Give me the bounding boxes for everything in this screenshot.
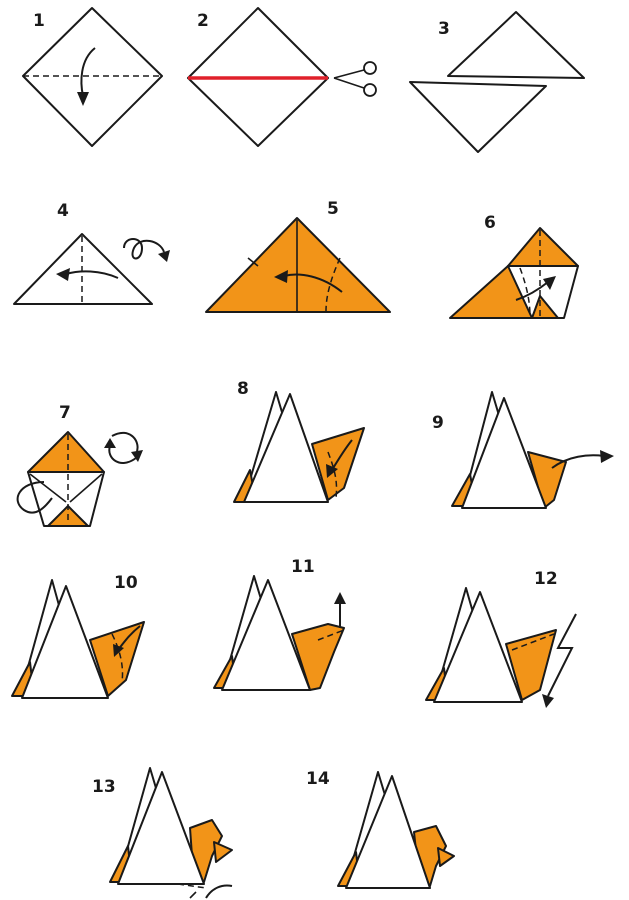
zigzag-fold-icon — [542, 613, 577, 708]
arrow-head — [77, 92, 89, 106]
arrow-head — [334, 592, 346, 604]
right-orange-flap — [311, 427, 365, 501]
arrow-head — [274, 270, 288, 283]
step-14-number: 14 — [306, 769, 330, 789]
fold-arrow-icon — [205, 884, 233, 899]
top-flap — [507, 227, 579, 267]
step-14: 14 — [306, 769, 455, 889]
step-10: 10 — [11, 573, 145, 699]
right-orange-flap — [89, 621, 145, 697]
fold-line — [519, 267, 531, 317]
step-6: 6 — [449, 213, 579, 319]
front-body — [21, 585, 109, 699]
front-body — [345, 775, 431, 889]
crease — [29, 473, 67, 503]
step-9-number: 9 — [432, 413, 444, 433]
step-12: 12 — [425, 569, 577, 708]
arrow-head — [326, 464, 338, 478]
bottom-flap — [531, 295, 559, 319]
fold-line — [325, 257, 341, 312]
bottom-triangle — [409, 81, 547, 153]
fold-arrow-icon — [65, 270, 119, 279]
step-11-number: 11 — [291, 557, 315, 577]
top-flap — [27, 431, 105, 473]
step-7: 7 — [16, 403, 143, 527]
square-paper — [22, 7, 163, 147]
flip-over-icon — [123, 238, 170, 262]
step-4: 4 — [13, 201, 170, 305]
step-3-number: 3 — [438, 19, 450, 39]
step-11: 11 — [213, 557, 346, 691]
step-13: 13 — [92, 767, 233, 899]
step-7-number: 7 — [59, 403, 71, 423]
fold-arrow-icon — [283, 273, 343, 293]
step-12-number: 12 — [534, 569, 558, 589]
step-4-number: 4 — [57, 201, 69, 221]
arrow-head — [543, 276, 556, 290]
step-1: 1 — [22, 7, 163, 147]
front-body — [221, 579, 311, 691]
step-6-number: 6 — [484, 213, 496, 233]
triangle-paper — [13, 233, 153, 305]
step-10-number: 10 — [114, 573, 138, 593]
fold-arrow-icon — [515, 281, 549, 301]
left-flap — [449, 265, 533, 319]
step-2: 2 — [187, 7, 377, 147]
step-3: 3 — [409, 11, 585, 153]
beak-flap — [213, 841, 233, 863]
tick-mark — [189, 891, 197, 899]
step-9: 9 — [432, 391, 614, 509]
step-8-number: 8 — [237, 379, 249, 399]
body — [27, 471, 105, 527]
step-5: 5 — [205, 199, 391, 313]
front-body — [117, 771, 205, 885]
beak — [437, 847, 455, 867]
fold-arrow-icon — [551, 454, 605, 469]
step-5-number: 5 — [327, 199, 339, 219]
rotate-icon — [104, 431, 143, 464]
front-body — [461, 397, 547, 509]
step-2-number: 2 — [197, 11, 209, 31]
front-body — [433, 591, 523, 703]
fold-line — [111, 633, 124, 683]
fold-line — [511, 633, 555, 651]
top-triangle — [447, 11, 585, 79]
step-8: 8 — [233, 379, 365, 503]
front-body — [243, 393, 329, 503]
fold-line — [327, 451, 338, 499]
crease — [69, 473, 103, 503]
tick-mark — [247, 257, 259, 267]
fold-line — [317, 629, 345, 641]
step-13-number: 13 — [92, 777, 116, 797]
right-orange-flap — [505, 629, 557, 701]
orange-triangle — [205, 217, 391, 313]
step-1-number: 1 — [33, 11, 45, 31]
arrow-head — [56, 268, 70, 281]
arrow-head — [113, 644, 124, 657]
scissors-icon — [333, 61, 377, 97]
fold-line — [177, 883, 207, 889]
fold-arrow-icon — [16, 481, 53, 514]
arrow-head — [600, 450, 614, 463]
